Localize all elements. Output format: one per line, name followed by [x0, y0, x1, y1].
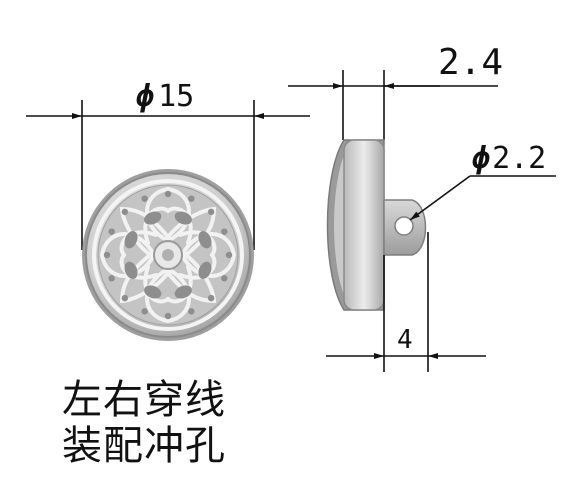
caption-line-1: 左右穿线	[62, 377, 226, 423]
caption-line-2: 装配冲孔	[62, 423, 226, 469]
thickness-label: 2.4	[438, 42, 503, 83]
shank-hole	[394, 216, 414, 236]
leader-line	[409, 175, 471, 221]
button-side-shank-icon	[326, 139, 427, 311]
hole-diameter-dimension: ϕ2.2	[409, 141, 556, 221]
thickness-dimension: 2.4	[288, 42, 503, 140]
hole-diameter-label: ϕ2.2	[472, 141, 546, 176]
shank-length-dimension: 4	[326, 232, 486, 372]
filigree-button-front-icon	[82, 169, 254, 341]
shank-length-label: 4	[397, 325, 413, 355]
